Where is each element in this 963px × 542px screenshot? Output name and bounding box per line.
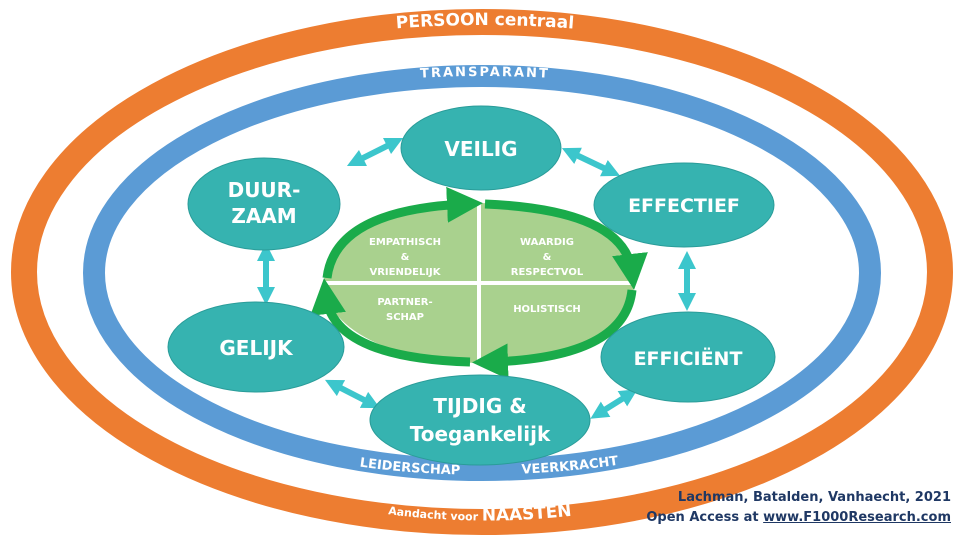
node-efficient (600, 311, 776, 403)
svg-text:EMPATHISCH: EMPATHISCH (369, 237, 441, 248)
svg-text:WAARDIG: WAARDIG (520, 237, 574, 248)
svg-text:HOLISTISCH: HOLISTISCH (513, 304, 581, 315)
cycle-arrows (310, 186, 648, 380)
svg-text:RESPECTVOL: RESPECTVOL (511, 267, 584, 278)
node-duurzaam (187, 157, 341, 251)
double-arrows (257, 137, 696, 419)
f1000-link[interactable]: www.F1000Research.com (763, 510, 951, 525)
credits-prefix: Open Access at (646, 510, 764, 525)
credits-access: Open Access at www.F1000Research.com (646, 508, 951, 528)
node-labels: VEILIG DUUR- ZAAM EFFECTIEF GELIJK EFFIC… (219, 137, 742, 446)
svg-text:PARTNER-: PARTNER- (377, 297, 432, 308)
svg-text:VEILIG: VEILIG (444, 137, 517, 161)
svg-text:&: & (543, 252, 552, 263)
svg-text:EFFECTIEF: EFFECTIEF (628, 195, 740, 217)
svg-text:DUUR-: DUUR- (228, 178, 301, 202)
node-effectief (593, 162, 775, 248)
svg-text:VRIENDELIJK: VRIENDELIJK (369, 267, 441, 278)
credits-authors: Lachman, Batalden, Vanhaecht, 2021 (677, 490, 951, 505)
node-tijdig (369, 374, 591, 466)
svg-text:TIJDIG &: TIJDIG & (433, 394, 526, 418)
outer-top-label: PERSOON centraal (395, 10, 575, 34)
svg-text:Toegankelijk: Toegankelijk (410, 422, 551, 446)
outer-ring (11, 9, 953, 535)
svg-text:SCHAP: SCHAP (386, 312, 424, 323)
middle-top-label: TRANSPARANT (420, 65, 550, 82)
svg-text:&: & (401, 252, 410, 263)
svg-text:GELIJK: GELIJK (219, 336, 294, 360)
middle-ring (83, 65, 881, 481)
credits: Lachman, Batalden, Vanhaecht, 2021 Open … (646, 488, 951, 528)
node-gelijk (167, 301, 345, 393)
svg-text:ZAAM: ZAAM (231, 204, 296, 228)
core-labels: EMPATHISCH & VRIENDELIJK WAARDIG & RESPE… (369, 237, 584, 323)
svg-text:EFFICIËNT: EFFICIËNT (634, 346, 743, 370)
node-veilig (400, 105, 562, 191)
